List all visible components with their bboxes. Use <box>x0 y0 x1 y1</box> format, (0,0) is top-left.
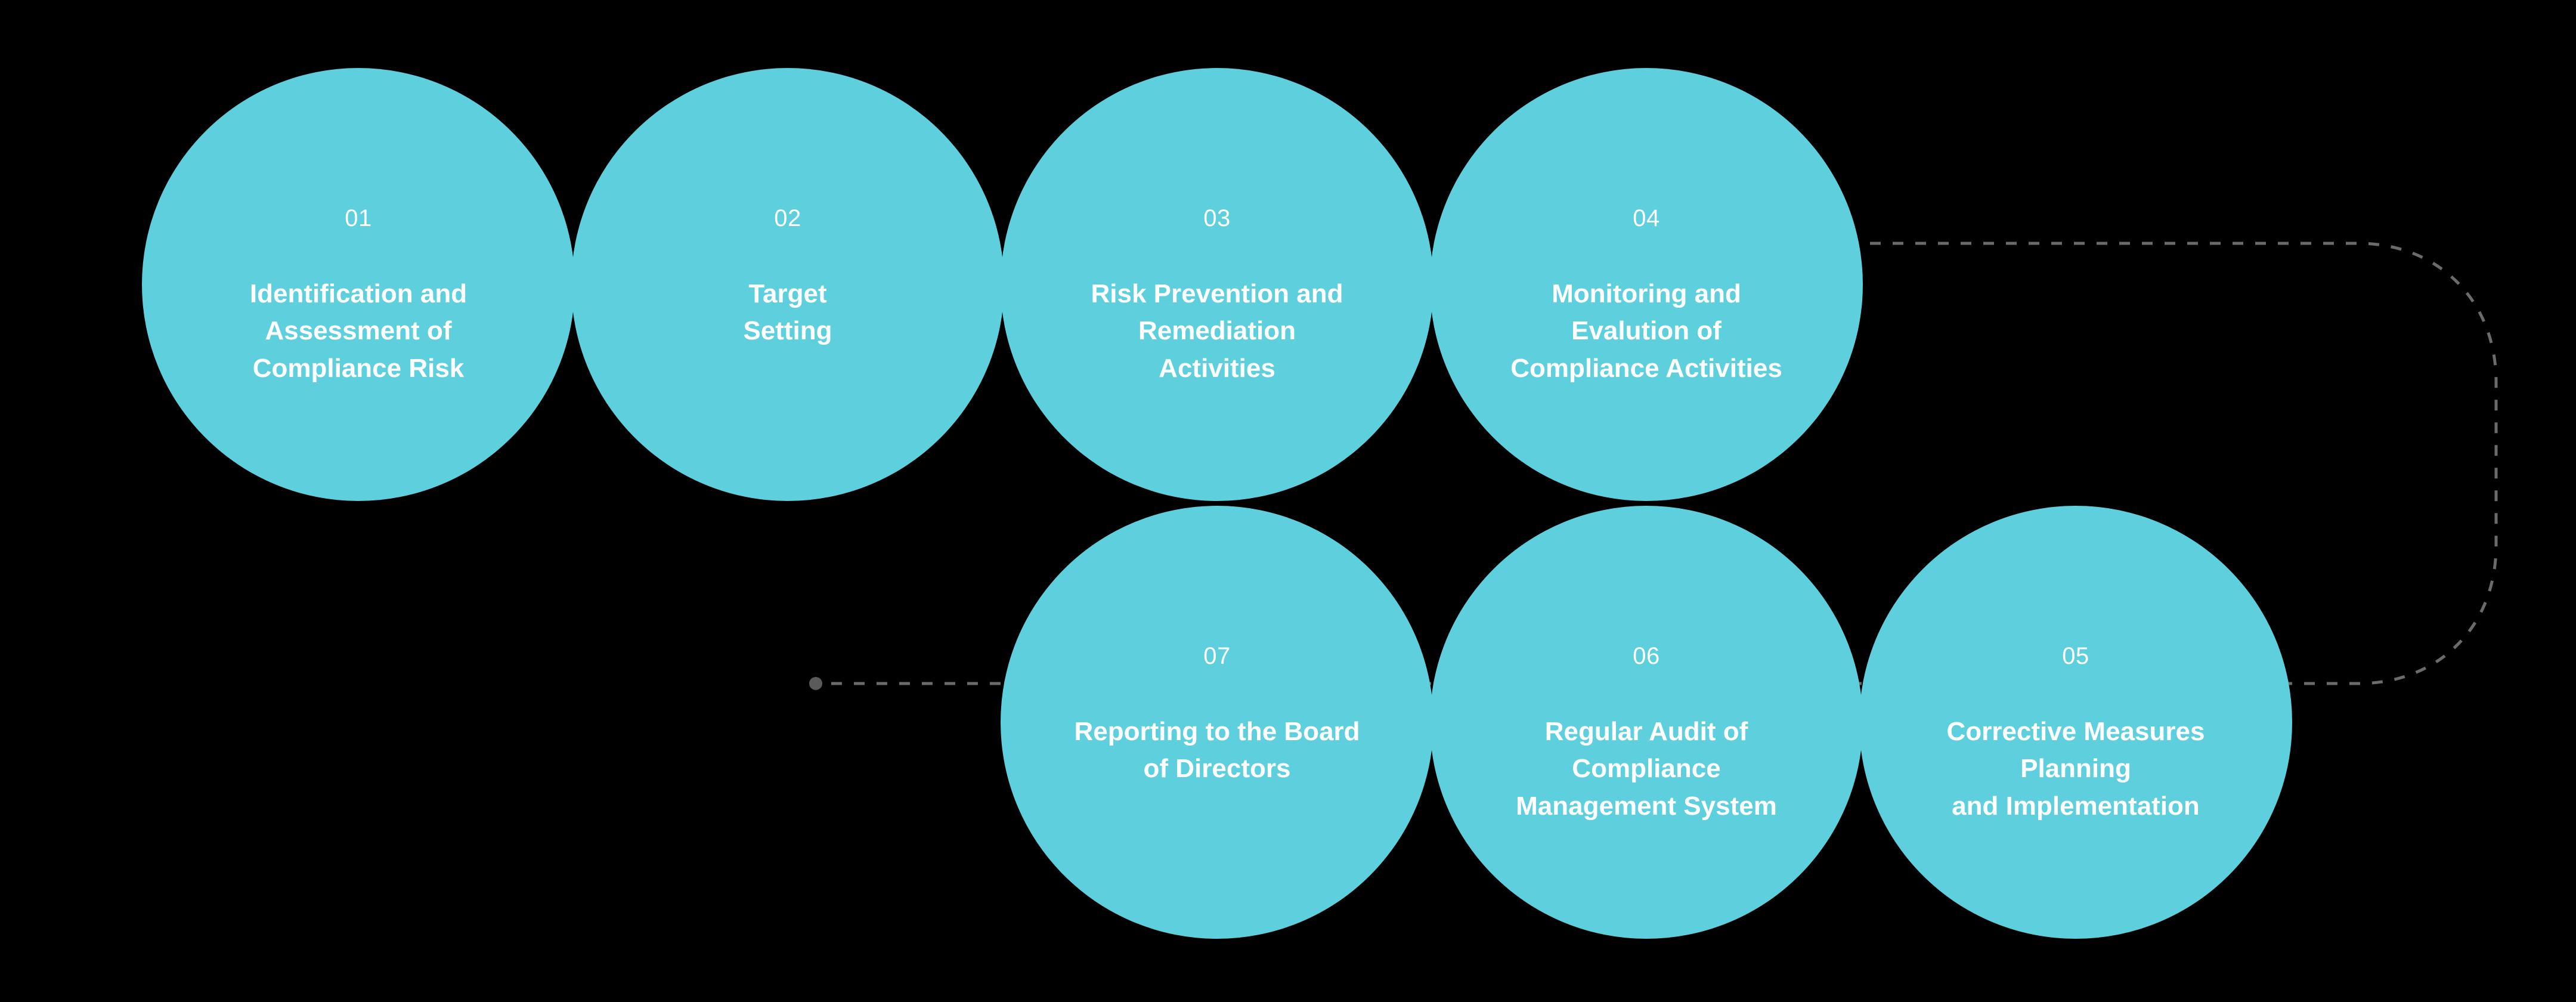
process-node-07-number: 07 <box>1203 643 1231 669</box>
process-node-04-label: Monitoring and Evalution of Compliance A… <box>1510 279 1782 383</box>
process-node-03[interactable]: 03 Risk Prevention and Remediation Activ… <box>1001 68 1433 501</box>
process-node-05-number: 05 <box>2062 643 2089 669</box>
process-node-04-number: 04 <box>1633 205 1660 231</box>
process-node-01[interactable]: 01 Identification and Assessment of Comp… <box>142 68 575 501</box>
process-node-01-label: Identification and Assessment of Complia… <box>249 279 467 383</box>
process-node-07-label: Reporting to the Board of Directors <box>1074 717 1360 784</box>
process-node-04[interactable]: 04 Monitoring and Evalution of Complianc… <box>1430 68 1863 501</box>
process-node-05[interactable]: 05 Corrective Measures Planning and Impl… <box>1859 506 2292 939</box>
process-node-05-label: Corrective Measures Planning and Impleme… <box>1946 717 2205 821</box>
process-node-02[interactable]: 02 Target Setting <box>571 68 1004 501</box>
process-node-07[interactable]: 07 Reporting to the Board of Directors <box>1001 506 1433 939</box>
flow-endpoint-dot <box>809 677 822 690</box>
process-node-03-number: 03 <box>1203 205 1231 231</box>
process-node-02-label: Target Setting <box>743 279 832 346</box>
process-node-01-number: 01 <box>345 205 372 231</box>
process-node-02-number: 02 <box>774 205 801 231</box>
process-node-06[interactable]: 06 Regular Audit of Compliance Managemen… <box>1430 506 1863 939</box>
process-node-03-label: Risk Prevention and Remediation Activiti… <box>1091 279 1343 383</box>
process-node-06-label: Regular Audit of Compliance Management S… <box>1516 717 1777 821</box>
process-node-06-number: 06 <box>1633 643 1660 669</box>
